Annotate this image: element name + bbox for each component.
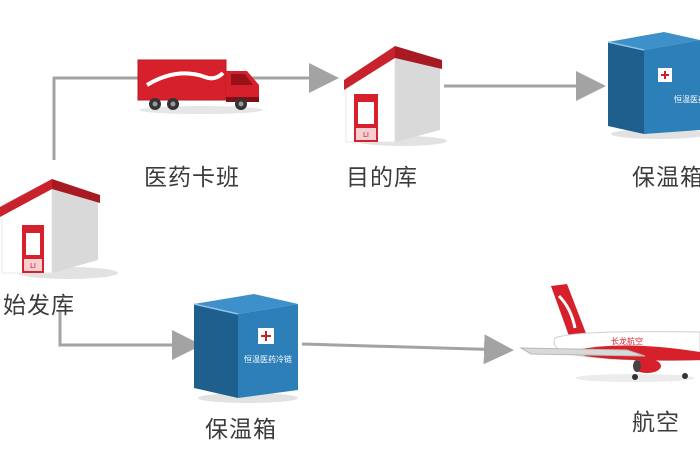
pharma-truck-label: 医药卡班 bbox=[144, 165, 240, 191]
connector-cold-box-to-aviation bbox=[301, 334, 514, 365]
warehouse-icon: LI bbox=[344, 46, 447, 146]
cold-box-brand-text: 恒温医药冷链 bbox=[244, 354, 292, 364]
airplane-icon: 长龙航空 bbox=[519, 284, 700, 382]
insulated-box-icon: 恒温医药冷链 bbox=[607, 32, 700, 139]
truck-icon bbox=[137, 59, 263, 114]
cold-box-top-label: 保温箱 bbox=[632, 165, 700, 191]
origin-warehouse-label: 始发库 bbox=[3, 293, 75, 319]
aviation-label: 航空 bbox=[632, 410, 680, 436]
warehouse-box-mark: LI bbox=[363, 131, 369, 139]
airline-name-text: 长龙航空 bbox=[611, 336, 643, 346]
warehouse-box-mark: LI bbox=[30, 262, 36, 270]
connector-origin-to-cold-box bbox=[58, 310, 202, 360]
cold-box-brand-text: 恒温医药冷链 bbox=[674, 94, 700, 104]
insulated-box-icon: 恒温医药冷链 bbox=[193, 294, 298, 403]
cold-box-bottom-label: 保温箱 bbox=[205, 417, 277, 443]
destination-warehouse-label: 目的库 bbox=[346, 165, 418, 191]
warehouse-icon: LI bbox=[0, 179, 118, 279]
